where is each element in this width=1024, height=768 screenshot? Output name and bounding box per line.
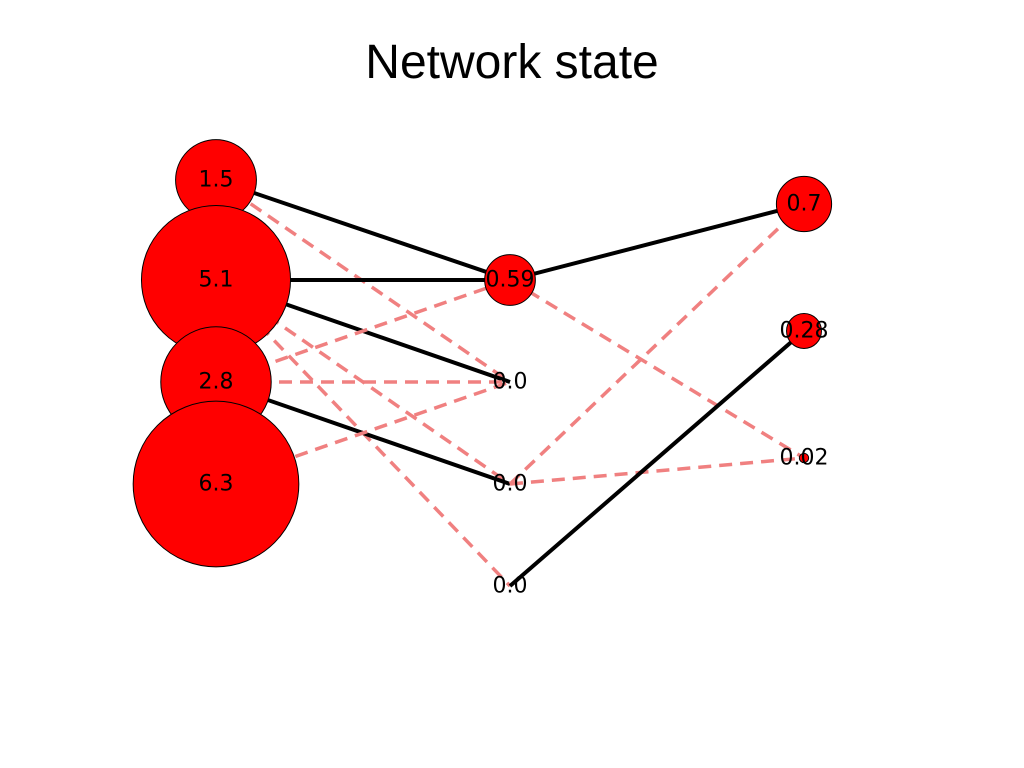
edge-negative-1-2-to-2-0 (508, 202, 806, 486)
node-label-2-0: 0.7 (787, 192, 822, 217)
node-label-0-3: 6.3 (199, 472, 234, 497)
node-label-0-0: 1.5 (199, 168, 234, 193)
labels-layer: 1.5 5.1 2.8 6.3 0.59 0.0 0.0 0.0 0.7 0.28 0.02 (199, 168, 829, 599)
edge-negative-1-0-to-2-2 (509, 278, 805, 460)
edge-positive-1-3-to-2-1 (508, 329, 806, 588)
edge-negative-1-2-to-2-2 (509, 456, 805, 486)
edges-layer (214, 178, 806, 588)
node-label-0-1: 5.1 (199, 268, 234, 293)
node-2-0 (775, 175, 833, 233)
node-label-1-1: 0.0 (493, 370, 528, 395)
diagram-title: Network state (365, 36, 659, 89)
edge-positive-0-0-to-1-0 (215, 178, 511, 282)
node-2-2 (798, 452, 810, 464)
node-2-1 (786, 313, 822, 349)
node-label-2-2: 0.02 (780, 446, 829, 471)
node-1-0 (484, 254, 536, 306)
node-0-3 (132, 400, 300, 568)
node-label-0-2: 2.8 (199, 370, 234, 395)
node-label-1-0: 0.59 (486, 268, 535, 293)
node-label-2-1: 0.28 (780, 319, 829, 344)
edge-positive-1-0-to-2-0 (509, 202, 805, 282)
node-label-1-3: 0.0 (493, 574, 528, 599)
node-label-1-2: 0.0 (493, 472, 528, 497)
nodes-layer (132, 139, 833, 568)
